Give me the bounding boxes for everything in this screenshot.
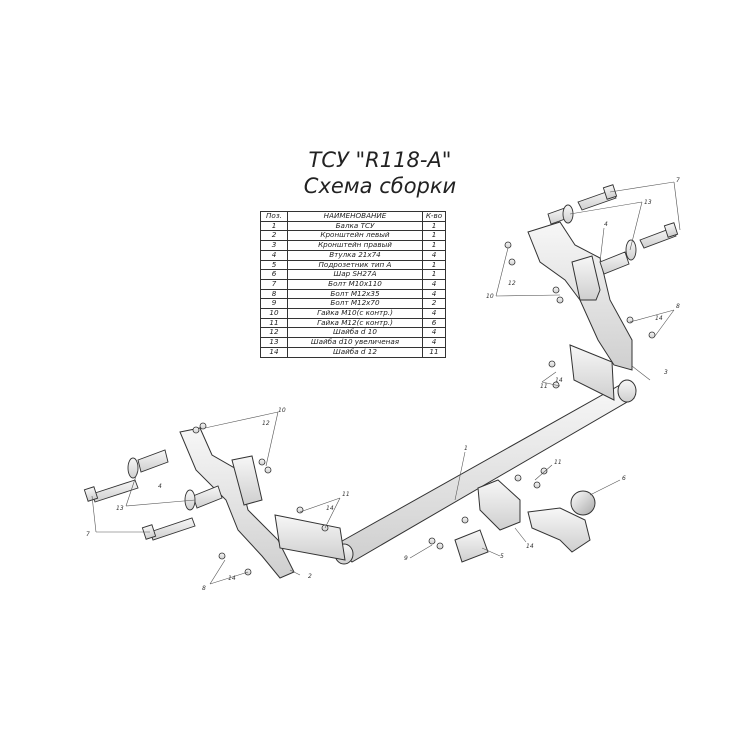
row-pos: 6 (260, 269, 288, 280)
callout-12-left: 12 (262, 420, 270, 427)
row-pos: 10 (260, 308, 288, 319)
callout-14-left-a: 14 (326, 505, 334, 512)
row-qty: 4 (422, 337, 446, 348)
callout-11-mid: 11 (554, 459, 562, 466)
callout-7-left: 7 (86, 531, 90, 538)
row-qty: 4 (422, 278, 446, 290)
row-pos: 3 (260, 240, 288, 251)
hitch-mount (477, 479, 521, 531)
row-qty: 1 (422, 269, 446, 280)
row-name: Шайба d 12 (287, 346, 423, 358)
right-bracket (527, 221, 633, 401)
socket-plate (454, 529, 489, 563)
callout-10-left: 10 (278, 407, 286, 414)
callout-2: 2 (308, 573, 312, 580)
fasteners (192, 241, 656, 576)
callout-1: 1 (464, 445, 468, 452)
header-qty: К-во (422, 211, 446, 222)
callout-7-right: 7 (676, 177, 680, 184)
parts-table-header: Поз. НАИМЕНОВАНИЕ К-во (260, 211, 446, 222)
callout-8-left: 8 (202, 585, 206, 592)
row-qty: 11 (422, 346, 446, 358)
row-name: Гайка М10(с контр.) (287, 308, 423, 319)
row-name: Шар SH27A (287, 269, 423, 280)
callout-9: 9 (404, 555, 408, 562)
callout-5: 5 (500, 553, 504, 560)
left-bracket (179, 427, 346, 579)
row-pos: 4 (260, 249, 288, 261)
callout-11-right: 11 (540, 383, 548, 390)
row-name: Шайба d10 увеличеная (287, 337, 423, 348)
row-name: Кронштейн правый (287, 240, 423, 251)
drawing-subtitle: Схема сборки (303, 174, 457, 198)
row-qty: 4 (422, 249, 446, 261)
row-name: Втулка 21х74 (287, 249, 423, 261)
callout-4-left: 4 (158, 483, 162, 490)
drawing-title: ТСУ "R118-А" (308, 148, 452, 172)
tow-ball (527, 490, 596, 553)
callout-14-left-b: 14 (228, 575, 236, 582)
callout-8-right: 8 (676, 303, 680, 310)
leader-lines (91, 181, 681, 585)
row-pos: 7 (260, 278, 288, 290)
row-name: Болт М10х110 (287, 278, 423, 290)
callout-13-right: 13 (644, 199, 652, 206)
header-pos: Поз. (260, 211, 288, 222)
callout-11-left: 11 (342, 491, 350, 498)
row-qty: 1 (422, 240, 446, 251)
callout-14-right-b: 14 (555, 377, 563, 384)
row-qty: 4 (422, 308, 446, 319)
callout-14-mid: 14 (526, 543, 534, 550)
row-pos: 13 (260, 337, 288, 348)
callout-12-right: 12 (508, 280, 516, 287)
tow-bar-beam (334, 379, 637, 565)
callout-3: 3 (664, 369, 668, 376)
callout-4-right: 4 (604, 221, 608, 228)
header-name: НАИМЕНОВАНИЕ (287, 211, 423, 222)
callout-6: 6 (622, 475, 626, 482)
bolts-right (547, 184, 679, 275)
bolts-left (83, 449, 223, 541)
row-pos: 14 (260, 346, 288, 358)
callout-10-right: 10 (486, 293, 494, 300)
callout-13-left: 13 (116, 505, 124, 512)
callout-14-right-a: 14 (655, 315, 663, 322)
